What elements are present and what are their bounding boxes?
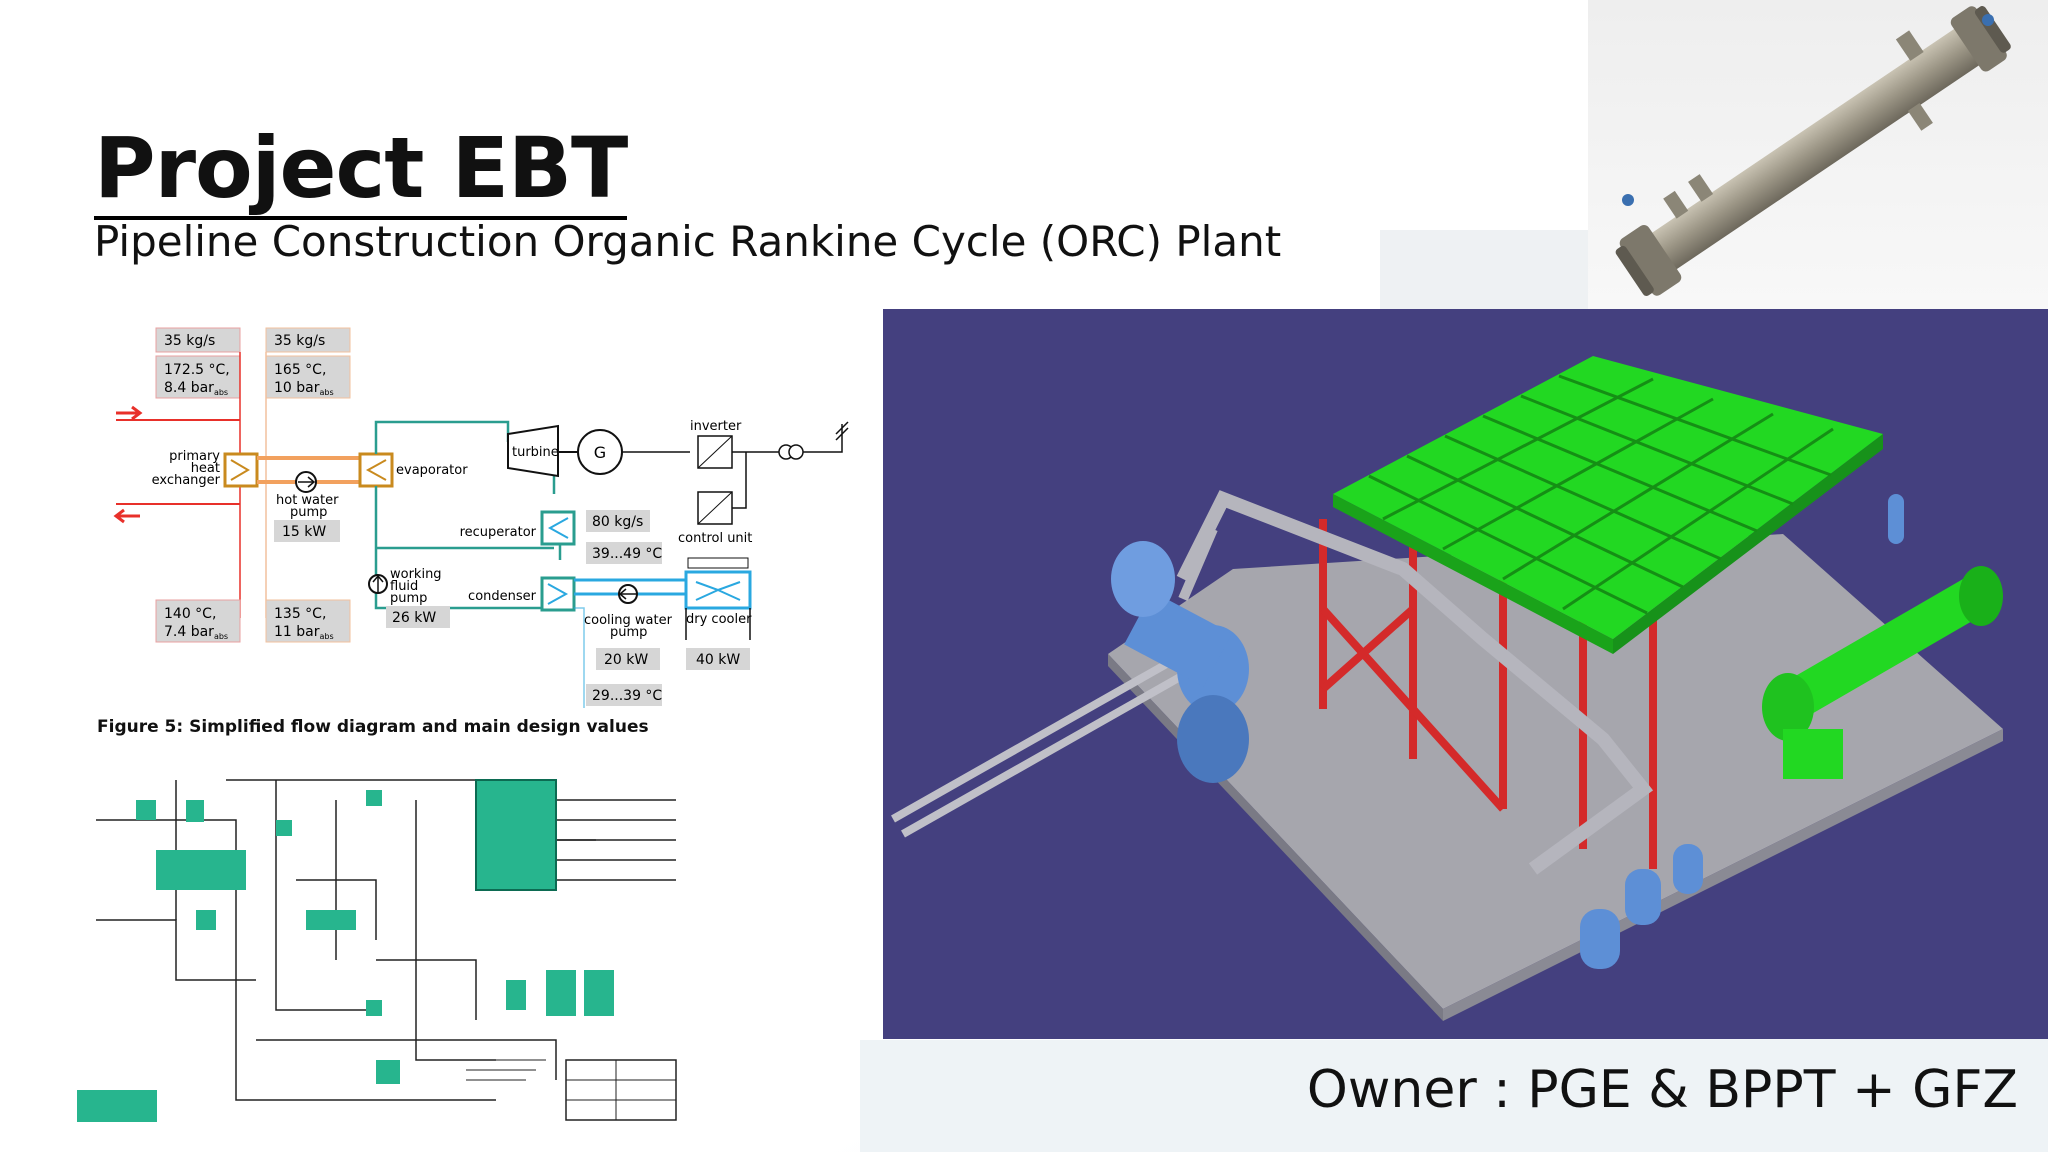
svg-text:165 °C,: 165 °C, — [274, 362, 326, 378]
svg-text:pump: pump — [390, 591, 427, 606]
page-subtitle: Pipeline Construction Organic Rankine Cy… — [94, 217, 1282, 266]
pid-legend-badge — [77, 1090, 157, 1122]
recuperator-value-box: 80 kg/s — [586, 510, 650, 532]
orc-flow-diagram: 35 kg/s 35 kg/s 172.5 °C, 8.4 barabs 165… — [113, 327, 849, 708]
svg-text:exchanger: exchanger — [152, 473, 221, 488]
svg-text:cooling water: cooling water — [584, 613, 673, 628]
vessel-group-right — [1762, 566, 2003, 779]
dry-cooler-symbol — [684, 557, 752, 640]
svg-text:recuperator: recuperator — [460, 525, 537, 540]
svg-text:15 kW: 15 kW — [282, 524, 326, 540]
svg-text:80 kg/s: 80 kg/s — [592, 514, 643, 530]
value-box-outlet-a: 140 °C, 7.4 barabs — [155, 599, 241, 643]
inverter-symbol — [697, 435, 733, 469]
svg-text:40 kW: 40 kW — [696, 652, 740, 668]
svg-text:fluid: fluid — [390, 579, 418, 594]
page-title: Project EBT — [94, 120, 628, 220]
svg-text:39...49 °C: 39...49 °C — [592, 546, 662, 562]
turbine-symbol — [507, 424, 559, 478]
svg-text:hot water: hot water — [276, 493, 339, 508]
svg-text:7.4 barabs: 7.4 barabs — [164, 624, 228, 641]
svg-text:control unit: control unit — [678, 531, 752, 546]
svg-text:working: working — [390, 567, 442, 582]
value-box-flow-in-b: 35 kg/s — [265, 327, 351, 353]
svg-text:inverter: inverter — [690, 419, 742, 434]
value-box-flow-in-a: 35 kg/s — [155, 327, 241, 353]
transformer-symbol — [778, 444, 804, 460]
svg-text:35 kg/s: 35 kg/s — [274, 333, 325, 349]
svg-text:turbine: turbine — [512, 445, 559, 460]
value-box-outlet-b: 135 °C, 11 barabs — [265, 599, 351, 643]
evaporator-symbol — [358, 452, 394, 488]
plant-3d-render — [883, 309, 2048, 1039]
svg-text:dry cooler: dry cooler — [686, 612, 752, 627]
svg-text:135 °C,: 135 °C, — [274, 606, 326, 622]
cooling-water-pump-symbol — [618, 584, 638, 604]
svg-text:29...39 °C: 29...39 °C — [592, 688, 662, 704]
working-fluid-pump-symbol — [368, 574, 388, 594]
svg-text:primary: primary — [169, 449, 220, 464]
svg-text:condenser: condenser — [468, 589, 537, 604]
value-box-wf-temp: 39...49 °C — [586, 542, 662, 564]
owner-label: Owner : PGE & BPPT + GFZ — [1306, 1060, 2018, 1120]
value-box-dry-cooler: 40 kW — [686, 648, 750, 670]
vessel-group-left — [1111, 541, 1249, 783]
generator-symbol: G — [577, 429, 623, 475]
svg-text:evaporator: evaporator — [396, 463, 468, 478]
svg-text:8.4 barabs: 8.4 barabs — [164, 380, 228, 397]
svg-text:20 kW: 20 kW — [604, 652, 648, 668]
svg-text:172.5 °C,: 172.5 °C, — [164, 362, 230, 378]
svg-text:10 barabs: 10 barabs — [274, 380, 334, 397]
value-box-inlet-b: 165 °C, 10 barabs — [265, 355, 351, 399]
svg-text:11 barabs: 11 barabs — [274, 624, 334, 641]
condenser-symbol — [540, 576, 576, 612]
primary-heat-exchanger-symbol — [223, 452, 259, 488]
value-box-hot-water-pump: 15 kW — [274, 520, 340, 542]
svg-text:26 kW: 26 kW — [392, 610, 436, 626]
hot-water-pump-symbol — [295, 471, 317, 493]
value-box-inlet-a: 172.5 °C, 8.4 barabs — [155, 355, 241, 399]
control-unit-symbol — [697, 491, 733, 525]
heat-exchanger-image — [1588, 0, 2048, 310]
value-box-wf-pump: 26 kW — [386, 606, 450, 628]
svg-text:heat: heat — [191, 461, 220, 476]
recuperator-symbol — [540, 510, 576, 546]
pid-schematic — [96, 779, 677, 1121]
figure-caption: Figure 5: Simplified flow diagram and ma… — [97, 717, 649, 737]
svg-text:140 °C,: 140 °C, — [164, 606, 216, 622]
svg-text:35 kg/s: 35 kg/s — [164, 333, 215, 349]
value-box-cw-temp: 29...39 °C — [586, 684, 662, 706]
svg-text:pump: pump — [290, 505, 327, 520]
value-box-cw-pump: 20 kW — [596, 648, 660, 670]
svg-text:pump: pump — [610, 625, 647, 640]
svg-text:G: G — [594, 443, 606, 462]
